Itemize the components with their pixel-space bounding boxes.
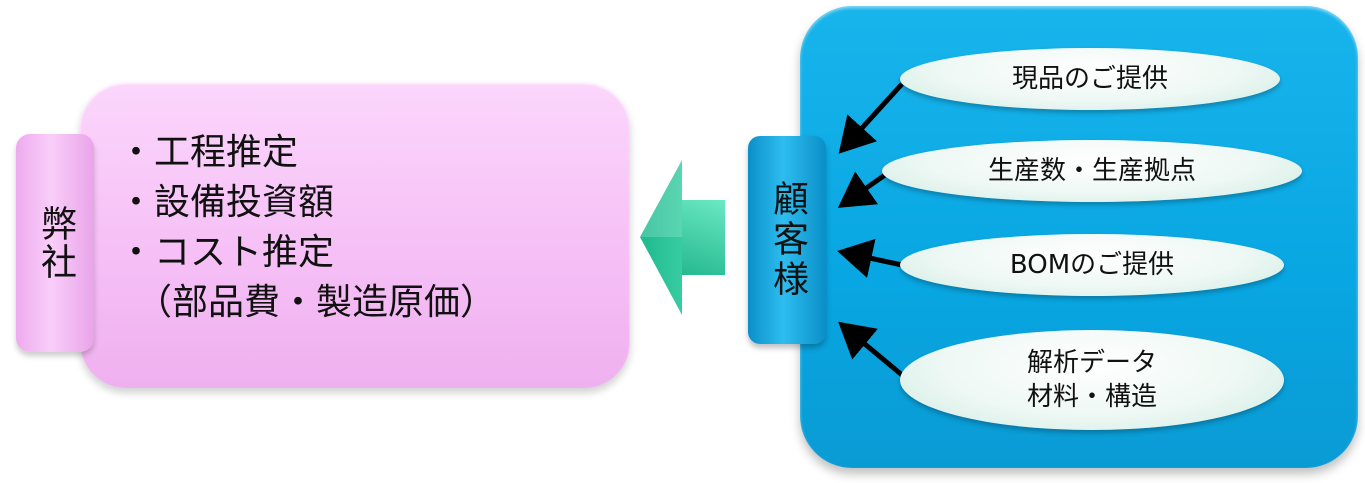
company-box xyxy=(80,82,630,388)
company-output-item: （部品費・製造原価） xyxy=(118,282,497,323)
customer-label: 顧客様 xyxy=(767,180,808,300)
company-output-item: ・工程推定 xyxy=(118,132,299,173)
input-pill-text: 生産数・生産拠点 xyxy=(987,156,1196,186)
company-tab xyxy=(16,134,94,352)
company-output-list: ・工程推定 ・設備投資額 ・コスト推定 （部品費・製造原価） xyxy=(118,128,618,328)
input-pill-text: BOMのご提供 xyxy=(1009,250,1175,280)
company-label: 弊社 xyxy=(35,205,76,281)
input-pill: BOMのご提供 xyxy=(900,234,1284,296)
input-pill: 生産数・生産拠点 xyxy=(882,140,1302,202)
company-output-item: ・設備投資額 xyxy=(118,182,335,223)
input-pill: 現品のご提供 xyxy=(900,48,1280,110)
input-pill: 解析データ 材料・構造 xyxy=(900,330,1284,430)
flow-arrow-left-icon xyxy=(640,160,725,315)
input-pill-text: 現品のご提供 xyxy=(1011,64,1168,94)
input-pill-text: 材料・構造 xyxy=(1026,382,1157,412)
input-pill-text: 解析データ xyxy=(1026,348,1157,378)
company-output-item: ・コスト推定 xyxy=(118,232,335,273)
customer-tab xyxy=(748,136,826,344)
